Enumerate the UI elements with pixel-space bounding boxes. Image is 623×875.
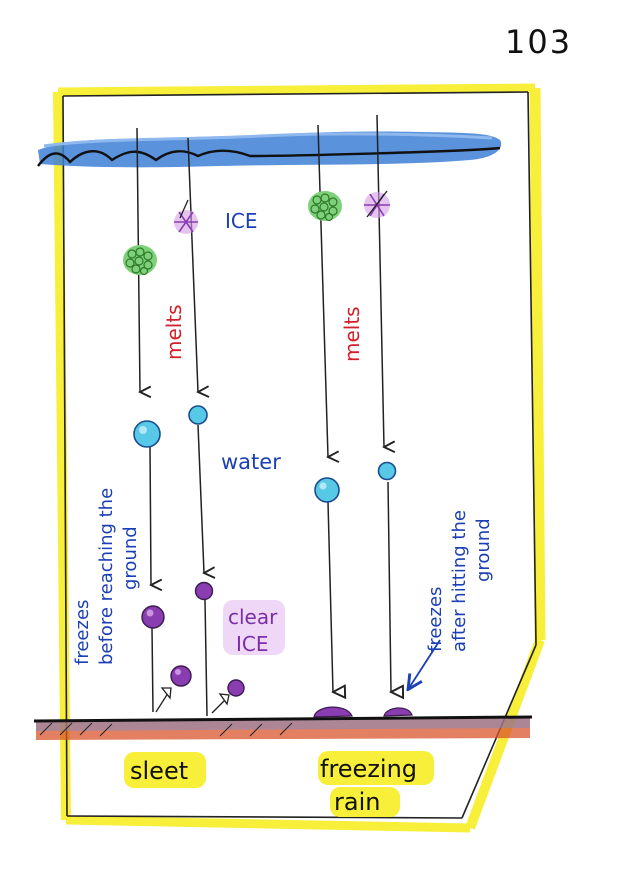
freezes-before-note: freezes before reaching the ground — [72, 488, 141, 665]
bounce-arrow-icon — [155, 687, 230, 714]
highlight-frame — [53, 83, 546, 833]
ground — [33, 715, 533, 740]
svg-text:freezes: freezes — [72, 600, 93, 665]
melts-left-label: melts — [162, 304, 186, 360]
svg-text:ground: ground — [120, 526, 141, 590]
snowflake-icon — [174, 199, 198, 234]
snow-cluster-icon — [308, 191, 342, 222]
rain-label: rain — [334, 788, 380, 816]
pointer-arrow — [409, 639, 441, 688]
svg-text:before reaching the: before reaching the — [96, 488, 117, 665]
cloud-band — [37, 131, 502, 168]
svg-text:after hitting the: after hitting the — [449, 510, 470, 652]
sleet-label: sleet — [130, 757, 188, 785]
ice-label: ICE — [225, 209, 258, 233]
box-frame — [62, 91, 537, 819]
snowflake-icon — [364, 190, 390, 218]
svg-text:freezes: freezes — [425, 587, 446, 652]
ice-pellet-icon — [141, 581, 245, 697]
water-label: water — [221, 450, 281, 474]
sleet-label-group: sleet — [124, 752, 206, 788]
melts-right-label: melts — [340, 306, 364, 362]
page-number: 103 — [505, 23, 572, 61]
glaze-ice — [313, 706, 413, 718]
clear-ice-note: clear ICE — [223, 600, 285, 656]
svg-text:clear: clear — [228, 605, 278, 629]
freezing-label: freezing — [320, 755, 417, 783]
freezing-rain-label-group: freezing rain — [318, 751, 434, 817]
freezes-after-note: freezes after hitting the ground — [425, 510, 494, 652]
svg-text:ICE: ICE — [236, 632, 269, 656]
snow-cluster-icon — [123, 245, 157, 276]
svg-text:ground: ground — [473, 518, 494, 582]
